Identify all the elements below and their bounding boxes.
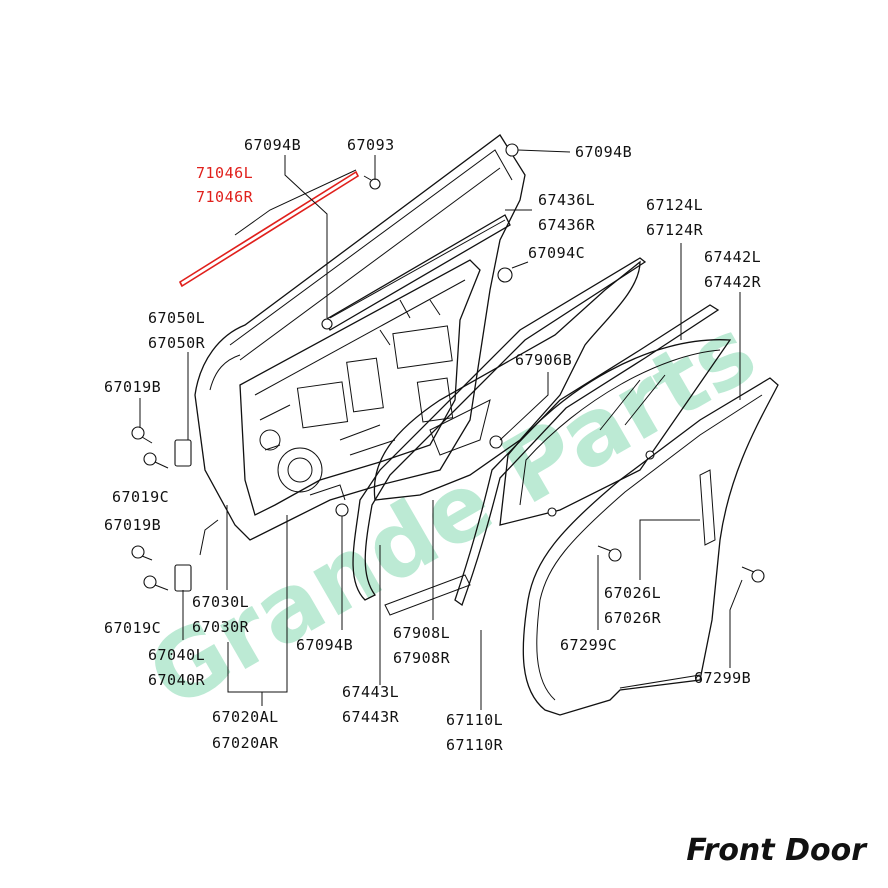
- label-67050l: 67050L: [148, 309, 205, 327]
- label-67026r: 67026R: [604, 609, 662, 627]
- label-67124l: 67124L: [646, 196, 703, 214]
- label-67030l: 67030L: [192, 593, 249, 611]
- label-67299c: 67299C: [560, 636, 617, 654]
- label-67299b: 67299B: [694, 669, 751, 687]
- label-67026l: 67026L: [604, 584, 661, 602]
- label-67019c-1: 67019C: [112, 488, 169, 506]
- label-71046l: 71046L: [196, 164, 253, 182]
- label-67093: 67093: [347, 136, 395, 154]
- label-67040l: 67040L: [148, 646, 205, 664]
- label-67442l: 67442L: [704, 248, 761, 266]
- label-67908r: 67908R: [393, 649, 451, 667]
- label-67019b-1: 67019B: [104, 378, 161, 396]
- door-panel-drawing: [194, 134, 526, 541]
- label-67094c: 67094C: [528, 244, 585, 262]
- part-labels: 67094B 67093 71046L 71046R 67094B 67436L…: [104, 136, 762, 754]
- highlighted-strip: [178, 170, 360, 288]
- label-71046r: 71046R: [196, 188, 254, 206]
- hinges-and-bolts: [131, 143, 765, 592]
- label-67050r: 67050R: [148, 334, 206, 352]
- label-67019b-2: 67019B: [104, 516, 161, 534]
- label-67094b-bottom: 67094B: [296, 636, 353, 654]
- label-67094b-top: 67094B: [244, 136, 301, 154]
- label-67020al: 67020AL: [212, 708, 279, 726]
- caption-front-door: Front Door: [686, 833, 866, 868]
- trim-panel: [373, 260, 641, 501]
- label-67124r: 67124R: [646, 221, 704, 239]
- label-67442r: 67442R: [704, 273, 762, 291]
- label-67908l: 67908L: [393, 624, 450, 642]
- label-67443l: 67443L: [342, 683, 399, 701]
- label-67019c-2: 67019C: [104, 619, 161, 637]
- label-67436l: 67436L: [538, 191, 595, 209]
- label-67020ar: 67020AR: [212, 734, 279, 752]
- label-67443r: 67443R: [342, 708, 400, 726]
- outer-weatherstrip: [522, 377, 779, 716]
- leader-lines: [139, 149, 743, 710]
- label-67094b-right: 67094B: [575, 143, 632, 161]
- label-67110r: 67110R: [446, 736, 504, 754]
- label-67436r: 67436R: [538, 216, 596, 234]
- glass-run-channel: [454, 304, 720, 607]
- label-67906b: 67906B: [515, 351, 572, 369]
- label-67040r: 67040R: [148, 671, 206, 689]
- label-67110l: 67110L: [446, 711, 503, 729]
- label-67030r: 67030R: [192, 618, 250, 636]
- door-weatherstrip: [352, 257, 647, 616]
